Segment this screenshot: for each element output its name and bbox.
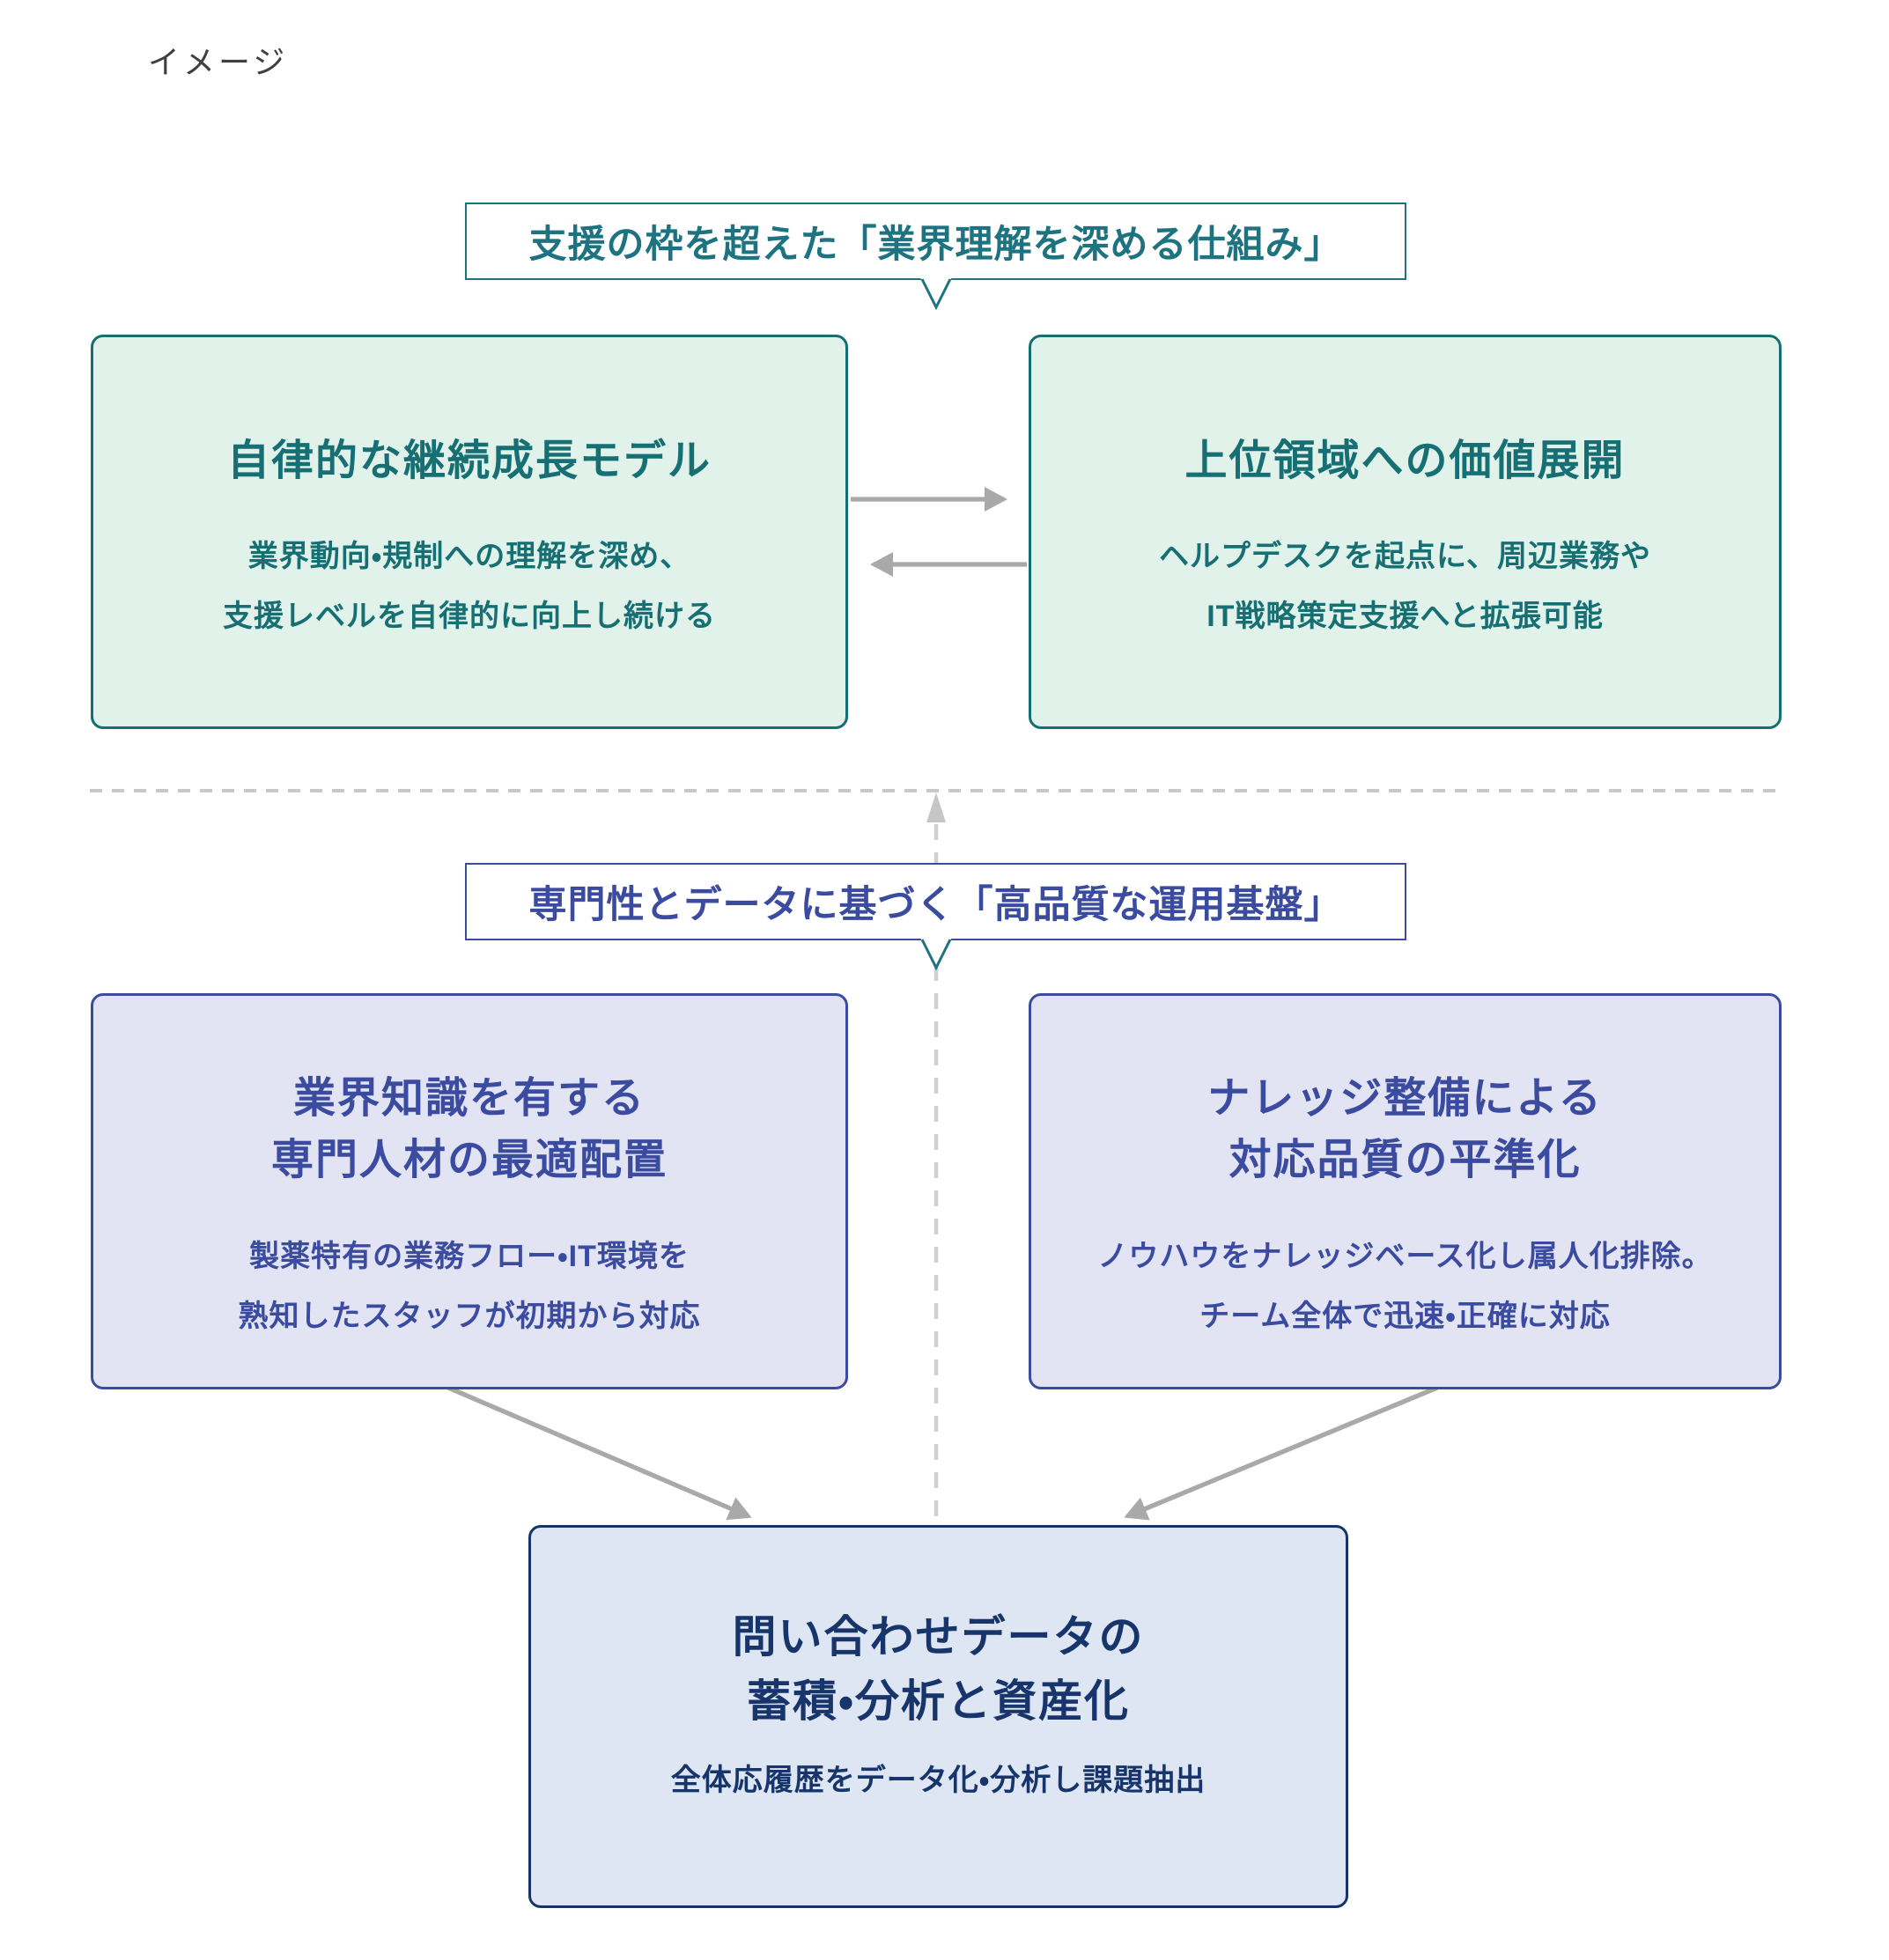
card-autonomous-growth: 自律的な継続成長モデル 業界動向・規制への理解を深め、 支援レベルを自律的に向上…	[91, 335, 848, 729]
card-body-line: 業界動向・規制への理解を深め、	[247, 540, 691, 573]
card-body: ヘルプデスクを起点に、周辺業務や IT戦略策定支援へと拡張可能	[1159, 527, 1651, 646]
growth-header-title: 支援の枠を超えた「業界理解を深める仕組み」	[528, 224, 1343, 266]
card-title-line: 蓄積・分析と資産化	[747, 1676, 1130, 1726]
card-title-line: 業界知識を有する	[292, 1075, 646, 1122]
card-title-line: 対応品質の平準化	[1229, 1137, 1582, 1184]
card-body: 製薬特有の業務フロー・IT環境を 熟知したスタッフが初期から対応	[239, 1227, 701, 1346]
arrow-diagonal-right-icon	[1124, 1385, 1439, 1521]
card-body-line: 熟知したスタッフが初期から対応	[238, 1300, 701, 1334]
card-value-expansion: 上位領域への価値展開 ヘルプデスクを起点に、周辺業務や IT戦略策定支援へと拡張…	[1029, 335, 1782, 729]
card-body-line: チーム全体で迅速・正確に対応	[1199, 1300, 1611, 1334]
card-expert-staffing: 業界知識を有する 専門人材の最適配置 製薬特有の業務フロー・IT環境を 熟知した…	[91, 993, 848, 1389]
card-title-line: 専門人材の最適配置	[270, 1137, 668, 1184]
card-body-line: ノウハウをナレッジベース化し属人化排除。	[1097, 1240, 1713, 1274]
card-title-line: 問い合わせデータの	[732, 1612, 1145, 1662]
growth-header-pointer-icon	[920, 277, 952, 311]
card-body-line: IT戦略策定支援へと拡張可能	[1206, 600, 1604, 633]
card-knowledge-standardization: ナレッジ整備による 対応品質の平準化 ノウハウをナレッジベース化し属人化排除。 …	[1029, 993, 1782, 1389]
card-body-line: 支援レベルを自律的に向上し続ける	[223, 600, 716, 633]
foundation-header-title: 専門性とデータに基づく「高品質な運用基盤」	[528, 884, 1343, 926]
growth-header-box: 支援の枠を超えた「業界理解を深める仕組み」	[465, 203, 1406, 280]
card-body: ノウハウをナレッジベース化し属人化排除。 チーム全体で迅速・正確に対応	[1097, 1227, 1712, 1346]
card-title-line: ナレッジ整備による	[1207, 1075, 1603, 1122]
foundation-header-box: 専門性とデータに基づく「高品質な運用基盤」	[465, 863, 1406, 940]
card-title: 問い合わせデータの 蓄積・分析と資産化	[733, 1605, 1145, 1733]
foundation-header-pointer-icon	[920, 938, 952, 971]
card-title: 自律的な継続成長モデル	[226, 438, 712, 484]
card-title: ナレッジ整備による 対応品質の平準化	[1207, 1068, 1603, 1191]
card-title: 上位領域への価値展開	[1184, 438, 1626, 484]
card-body-line: 製薬特有の業務フロー・IT環境を	[249, 1240, 690, 1274]
page-label: イメージ	[148, 44, 289, 80]
arrow-up-dashed-icon	[926, 792, 946, 822]
card-body-line: ヘルプデスクを起点に、周辺業務や	[1159, 540, 1651, 573]
card-inquiry-data-asset: 問い合わせデータの 蓄積・分析と資産化 全体応履歴をデータ化・分析し課題抽出	[528, 1525, 1348, 1908]
card-title: 業界知識を有する 専門人材の最適配置	[271, 1068, 668, 1191]
card-body: 業界動向・規制への理解を深め、 支援レベルを自律的に向上し続ける	[223, 527, 716, 646]
arrow-diagonal-left-icon	[446, 1385, 752, 1521]
card-body: 全体応履歴をデータ化・分析し課題抽出	[670, 1764, 1206, 1797]
